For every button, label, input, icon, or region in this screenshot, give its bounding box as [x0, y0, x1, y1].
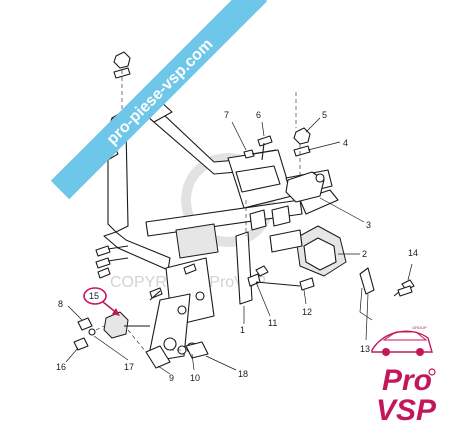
- engine-mount: [269, 225, 347, 277]
- washers-10-18: [177, 341, 209, 359]
- banner-text: pro-piese-vsp.com: [104, 36, 217, 149]
- callout-12: 12: [302, 307, 312, 317]
- logo-vsp: VSP: [376, 394, 437, 427]
- car-icon: GROUP: [371, 325, 433, 356]
- damper-15: [103, 311, 150, 339]
- top-nut: [113, 51, 131, 79]
- callout-15: 15: [89, 291, 99, 301]
- logo-group: GROUP: [412, 325, 427, 330]
- bushing-9: [145, 345, 171, 369]
- right-block: [285, 171, 325, 203]
- provsp-logo: GROUP Pro VSP: [371, 325, 437, 427]
- assembly-lines: [95, 70, 301, 353]
- callout-17: 17: [124, 362, 134, 372]
- callout-9: 9: [169, 373, 174, 383]
- hook-rod: [359, 267, 375, 321]
- callout-8: 8: [58, 299, 63, 309]
- callout-2: 2: [362, 249, 367, 259]
- callout-13: 13: [360, 344, 370, 354]
- left-bolts: [95, 245, 197, 301]
- callout-3: 3: [366, 220, 371, 230]
- lower-left-fasteners: [73, 317, 96, 351]
- callout-1: 1: [240, 325, 245, 335]
- callout-4: 4: [343, 138, 348, 148]
- callout-18: 18: [238, 369, 248, 379]
- callout-7: 7: [224, 110, 229, 120]
- bolt-14: [393, 279, 415, 297]
- callout-10: 10: [190, 373, 200, 383]
- callout-14: 14: [408, 248, 418, 258]
- highlight-callout-15: 15: [83, 287, 120, 316]
- callout-11: 11: [268, 318, 277, 328]
- callout-6: 6: [256, 110, 261, 120]
- callouts: 1 2 3 4 5 6 7 8 9 10 11 12 13 14 16 17 1: [56, 110, 418, 383]
- logo-pro: Pro: [382, 364, 432, 397]
- callout-5: 5: [322, 110, 327, 120]
- post-fasteners: [247, 265, 315, 291]
- callout-16: 16: [56, 362, 66, 372]
